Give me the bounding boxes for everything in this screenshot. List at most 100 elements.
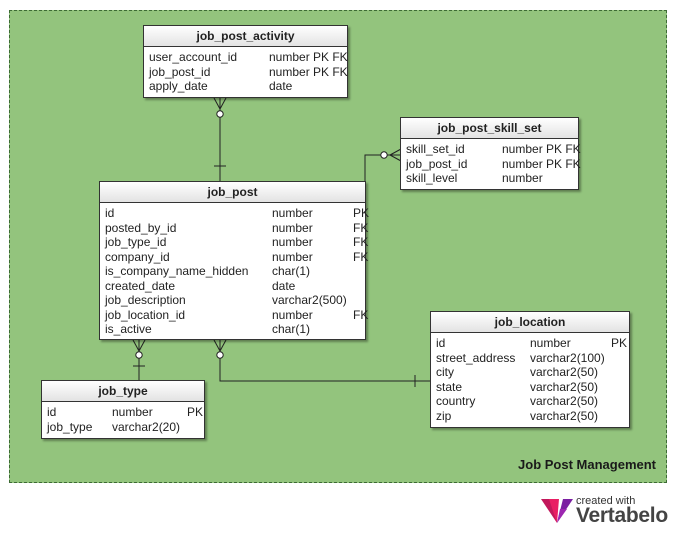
column-type: varchar2(20) (112, 419, 181, 434)
table-title: job_post_skill_set (401, 118, 578, 139)
column-name: job_description (105, 293, 186, 307)
column-key: FK (353, 220, 369, 235)
column-type: varchar2(500) (272, 293, 347, 307)
relationship-job-location[interactable] (213, 339, 431, 387)
column-row[interactable]: is_company_name_hidden char(1) (105, 264, 365, 279)
column-key: FK (353, 249, 369, 264)
column-key: PK FK (546, 142, 581, 156)
area-title: Job Post Management (518, 457, 656, 472)
column-name: street_address (436, 350, 516, 365)
column-key: PK FK (313, 50, 348, 64)
column-key: PK (187, 405, 204, 419)
column-row[interactable]: street_address varchar2(100) (436, 351, 629, 366)
column-name: job_location_id (105, 307, 186, 322)
column-row[interactable]: posted_by_id number FK (105, 220, 369, 236)
column-key: FK (353, 307, 369, 322)
column-row[interactable]: job_location_id number FK (105, 307, 369, 323)
column-row[interactable]: apply_date date (149, 79, 347, 94)
relationship-job-post-skill-set[interactable] (364, 148, 402, 182)
column-name: apply_date (149, 79, 208, 93)
column-type: number (502, 142, 543, 156)
table-title: job_post (100, 182, 365, 203)
column-name: zip (436, 408, 452, 423)
column-type: varchar2(50) (530, 379, 599, 394)
column-key: PK FK (313, 64, 348, 79)
column-name: company_id (105, 249, 170, 264)
column-name: city (436, 365, 454, 379)
column-type: date (269, 79, 293, 93)
column-row[interactable]: id number PK (105, 206, 369, 221)
column-name: user_account_id (149, 50, 238, 64)
column-type: number (272, 206, 313, 220)
column-type: varchar2(50) (530, 365, 599, 379)
column-type: number (272, 307, 313, 322)
column-type: char(1) (272, 322, 311, 336)
column-key: PK (353, 206, 370, 220)
column-name: id (105, 206, 115, 220)
column-name: skill_set_id (406, 142, 465, 156)
column-key: PK (611, 336, 628, 350)
column-type: varchar2(50) (530, 394, 599, 408)
column-row[interactable]: state varchar2(50) (436, 380, 629, 395)
column-name: job_post_id (406, 156, 468, 171)
column-name: job_type (47, 419, 93, 434)
column-row[interactable]: is_active char(1) (105, 322, 365, 337)
column-type: number (502, 156, 543, 171)
column-type: date (272, 278, 296, 293)
column-type: number (272, 235, 313, 249)
column-type: number (272, 220, 313, 235)
column-name: posted_by_id (105, 220, 177, 235)
column-row[interactable]: company_id number FK (105, 249, 369, 265)
logo-big-text: Vertabelo (576, 504, 668, 527)
relationship-job-post-activity[interactable] (213, 97, 227, 182)
column-row[interactable]: created_date date (105, 279, 365, 294)
column-type: char(1) (272, 264, 311, 278)
column-type: varchar2(100) (530, 350, 605, 365)
column-type: number (269, 50, 310, 64)
column-row[interactable]: job_type_id number FK (105, 235, 369, 250)
column-name: job_post_id (149, 64, 211, 79)
table-title: job_location (431, 312, 629, 333)
column-name: skill_level (406, 171, 458, 185)
column-name: is_active (105, 322, 152, 336)
column-name: is_company_name_hidden (105, 264, 249, 278)
column-type: number (530, 336, 571, 350)
column-key: PK FK (546, 156, 581, 171)
column-row[interactable]: city varchar2(50) (436, 365, 629, 380)
column-type: number (269, 64, 310, 79)
column-name: id (436, 336, 446, 350)
column-row[interactable]: country varchar2(50) (436, 394, 629, 409)
vertabelo-logo: created with Vertabelo (540, 493, 670, 529)
column-type: number (272, 249, 313, 264)
column-key: FK (353, 235, 369, 249)
vertabelo-logo-icon (541, 499, 573, 523)
column-name: created_date (105, 278, 176, 293)
column-type: varchar2(50) (530, 408, 599, 423)
column-row[interactable]: zip varchar2(50) (436, 409, 629, 424)
column-row[interactable]: skill_level number (406, 171, 578, 186)
column-row[interactable]: job_type varchar2(20) (47, 420, 204, 435)
column-row[interactable]: job_description varchar2(500) (105, 293, 365, 308)
column-name: job_type_id (105, 235, 167, 249)
logo-small-text: created with (576, 495, 636, 507)
column-name: id (47, 405, 57, 419)
column-row[interactable]: id number PK (47, 405, 204, 420)
table-title: job_type (42, 381, 204, 402)
table-title: job_post_activity (144, 26, 347, 47)
column-type: number (502, 171, 543, 185)
column-name: state (436, 379, 463, 394)
relationship-job-type[interactable] (132, 339, 146, 381)
column-type: number (112, 405, 153, 419)
column-name: country (436, 394, 476, 408)
column-row[interactable]: id number PK (436, 336, 629, 351)
